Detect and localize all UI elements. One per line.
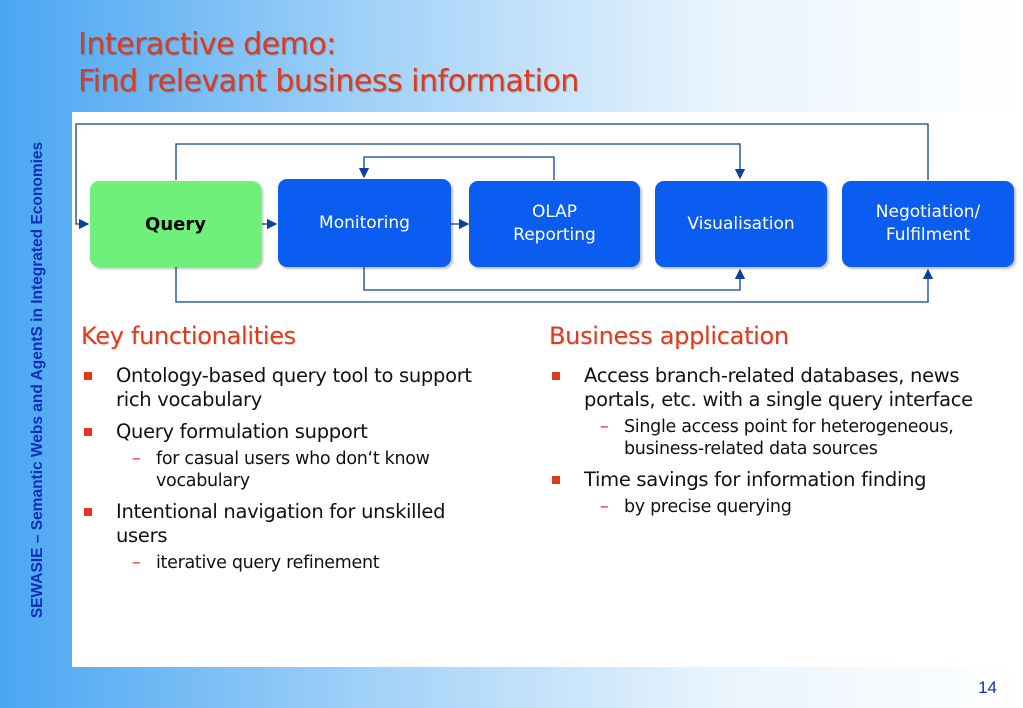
sub-list-item: – iterative query refinement xyxy=(132,553,380,573)
flow-box-query: Query xyxy=(90,181,261,267)
dash-icon: – xyxy=(132,553,141,573)
right-heading: Business application xyxy=(549,322,789,350)
sub-list: – Single access point for heterogeneous,… xyxy=(584,416,990,460)
left-heading: Key functionalities xyxy=(81,322,296,350)
loop-olap-to-monitoring xyxy=(358,156,555,180)
flow-connectors xyxy=(75,123,934,303)
bullet-square-icon xyxy=(84,428,92,436)
bullet-square-icon xyxy=(84,508,92,516)
list-item: Query formulation support – for casual u… xyxy=(82,420,502,492)
flow-box-monitoring: Monitoring xyxy=(278,179,451,267)
sub-list: – iterative query refinement xyxy=(116,552,502,574)
loop-query-to-visualisation xyxy=(175,143,746,180)
flow-box-visualisation: Visualisation xyxy=(655,181,827,267)
loop-monitoring-to-visualisation xyxy=(363,267,746,291)
sub-list: – by precise querying xyxy=(584,496,990,518)
right-bullet-list: Access branch-related databases, news po… xyxy=(550,364,990,526)
sub-list-item: – for casual users who don‘t know vocabu… xyxy=(132,449,430,491)
bullet-square-icon xyxy=(84,372,92,380)
title-line-1: Interactive demo: xyxy=(78,27,336,62)
sub-list: – for casual users who don‘t know vocabu… xyxy=(116,448,502,492)
title-line-2: Find relevant business information xyxy=(78,64,579,99)
slide-content: Query Monitoring OLAP Reporting Visualis… xyxy=(72,112,1023,667)
list-item: Access branch-related databases, news po… xyxy=(550,364,990,460)
page-number: 14 xyxy=(978,678,997,697)
flow-box-negotiation-fulfilment: Negotiation/ Fulfilment xyxy=(842,181,1014,267)
bullet-square-icon xyxy=(552,372,560,380)
dash-icon: – xyxy=(600,497,609,517)
list-item: Intentional navigation for unskilled use… xyxy=(82,500,502,574)
list-item: Time savings for information finding – b… xyxy=(550,468,990,518)
left-bullet-list: Ontology-based query tool to support ric… xyxy=(82,364,502,582)
bullet-square-icon xyxy=(552,476,560,484)
dash-icon: – xyxy=(600,417,609,437)
sidebar-caption: SEWASIE – Semantic Webs and AgentS in In… xyxy=(29,141,46,619)
list-item: Ontology-based query tool to support ric… xyxy=(82,364,502,412)
slide-title: Interactive demo: Find relevant business… xyxy=(78,26,579,100)
sub-list-item: – by precise querying xyxy=(600,497,792,517)
loop-outer-top xyxy=(75,123,929,230)
sub-list-item: – Single access point for heterogeneous,… xyxy=(600,417,954,459)
flow-box-olap-reporting: OLAP Reporting xyxy=(469,181,640,267)
loop-query-to-negotiation xyxy=(175,267,934,303)
sidebar-band: SEWASIE – Semantic Webs and AgentS in In… xyxy=(0,0,70,708)
dash-icon: – xyxy=(132,449,141,469)
